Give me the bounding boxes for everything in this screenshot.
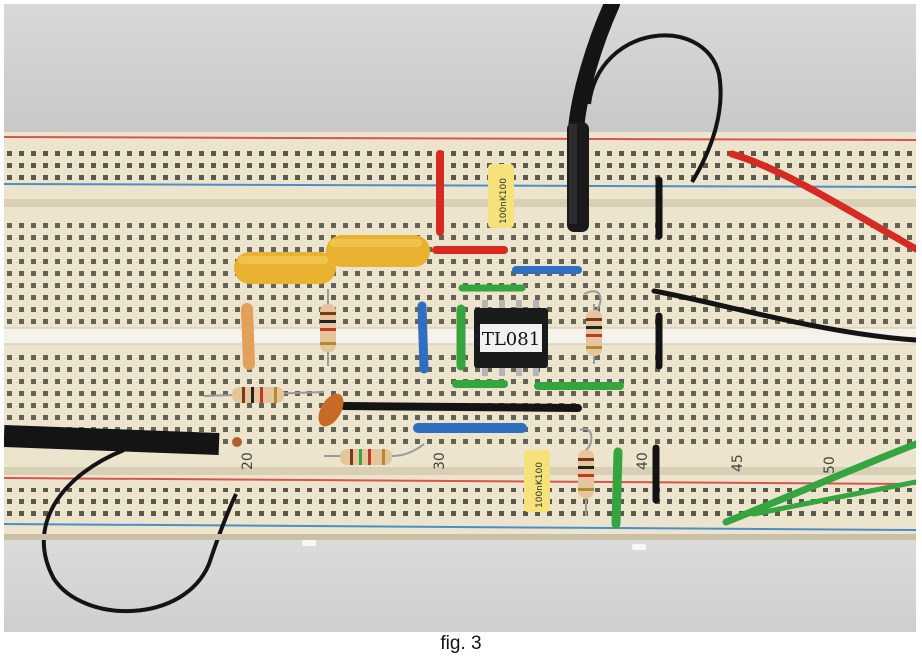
jumper-green-rail: [611, 447, 623, 529]
jumper-black-long: [340, 402, 582, 412]
column-label-50: 50: [822, 456, 838, 474]
wire-green-external-2: [751, 479, 916, 517]
rail-divider-top: [4, 199, 916, 207]
tl081-chip: TL081: [474, 300, 548, 376]
background-floor: [4, 534, 916, 632]
svg-text:100nK100: 100nK100: [499, 178, 509, 224]
column-label-20: 20: [240, 452, 256, 470]
board-bottom-edge: [4, 534, 916, 540]
column-label-45: 45: [730, 454, 746, 472]
resistor-vertical-left: [320, 289, 336, 366]
figure-caption: fig. 3: [440, 633, 482, 654]
coax-cable-top: [567, 4, 723, 232]
jumper-blue-vertical: [417, 301, 429, 374]
wire-red-external: [728, 150, 916, 253]
resistor-vertical-right: [583, 290, 602, 364]
box-capacitor-top: 100nK100: [488, 164, 514, 228]
film-capacitors-large: [234, 235, 430, 284]
box-capacitor-bottom: 100nK100: [524, 450, 550, 512]
resistor-horizontal-upper: [203, 387, 325, 403]
svg-text:100nK100: 100nK100: [535, 462, 545, 508]
resistor-horizontal-lower: [324, 443, 425, 465]
background-wall: [4, 4, 916, 134]
resistor-vertical-bottom: [578, 427, 594, 516]
breadboard-photo: 20 30 40 45 50: [4, 4, 916, 632]
wire-black-external: [651, 288, 916, 343]
board-foot-1: [302, 540, 316, 546]
column-label-30: 30: [432, 452, 448, 470]
wire-green-external-1: [722, 440, 916, 526]
ceramic-capacitor: [318, 393, 344, 427]
rail-divider-bottom: [4, 467, 916, 475]
chip-label: TL081: [482, 329, 540, 350]
board-foot-2: [632, 544, 646, 550]
jumper-orange: [241, 303, 255, 370]
column-label-40: 40: [635, 452, 651, 470]
